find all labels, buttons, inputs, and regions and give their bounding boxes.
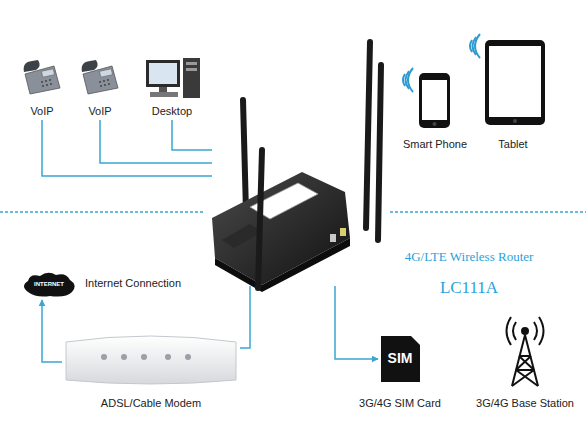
desktop-icon	[146, 58, 200, 98]
connector-line	[100, 120, 212, 163]
router-node: 4G/LTE Wireless RouterLC111A	[212, 38, 387, 286]
device-label: Desktop	[139, 105, 205, 118]
router-label: 4G/LTE Wireless Router	[388, 249, 550, 265]
cloud-text: INTERNET	[26, 281, 72, 288]
connector-line	[172, 120, 212, 150]
internet-cloud-icon	[24, 273, 75, 297]
router-illustration	[212, 42, 381, 292]
device-label: VoIP	[12, 105, 72, 118]
tablet-icon	[470, 34, 545, 125]
device-label: Internet Connection	[85, 277, 195, 290]
voip-phone-node: VoIP	[12, 55, 72, 120]
modem-node: ADSL/Cable Modem	[62, 332, 240, 412]
connector-line	[240, 286, 250, 348]
modem-icon	[66, 336, 236, 384]
connector-line	[42, 300, 62, 362]
sim-text: SIM	[380, 350, 420, 367]
base-station-node: 3G/4G Base Station	[470, 318, 580, 410]
sim-card-node: SIM3G/4G SIM Card	[380, 336, 420, 382]
voip-phone-icon	[82, 60, 118, 94]
device-label: Smart Phone	[397, 138, 473, 151]
device-label: 3G/4G SIM Card	[345, 397, 455, 410]
sim-card-icon	[381, 336, 420, 382]
connector-line	[42, 120, 212, 176]
connector-line	[335, 286, 378, 359]
device-label: ADSL/Cable Modem	[62, 397, 240, 410]
smart-phone-node: Smart Phone	[397, 65, 473, 152]
model-number: LC111A	[388, 278, 550, 298]
device-label: Tablet	[482, 138, 544, 151]
tablet-node: Tablet	[482, 35, 544, 152]
base-station-icon	[507, 317, 544, 386]
internet-node: INTERNETInternet Connection	[22, 272, 187, 298]
voip-phone-icon	[24, 60, 60, 94]
voip-phone-node: VoIP	[70, 55, 130, 120]
device-label: VoIP	[70, 105, 130, 118]
smartphone-icon	[403, 68, 450, 128]
desktop-node: Desktop	[139, 50, 205, 120]
device-label: 3G/4G Base Station	[470, 397, 580, 410]
